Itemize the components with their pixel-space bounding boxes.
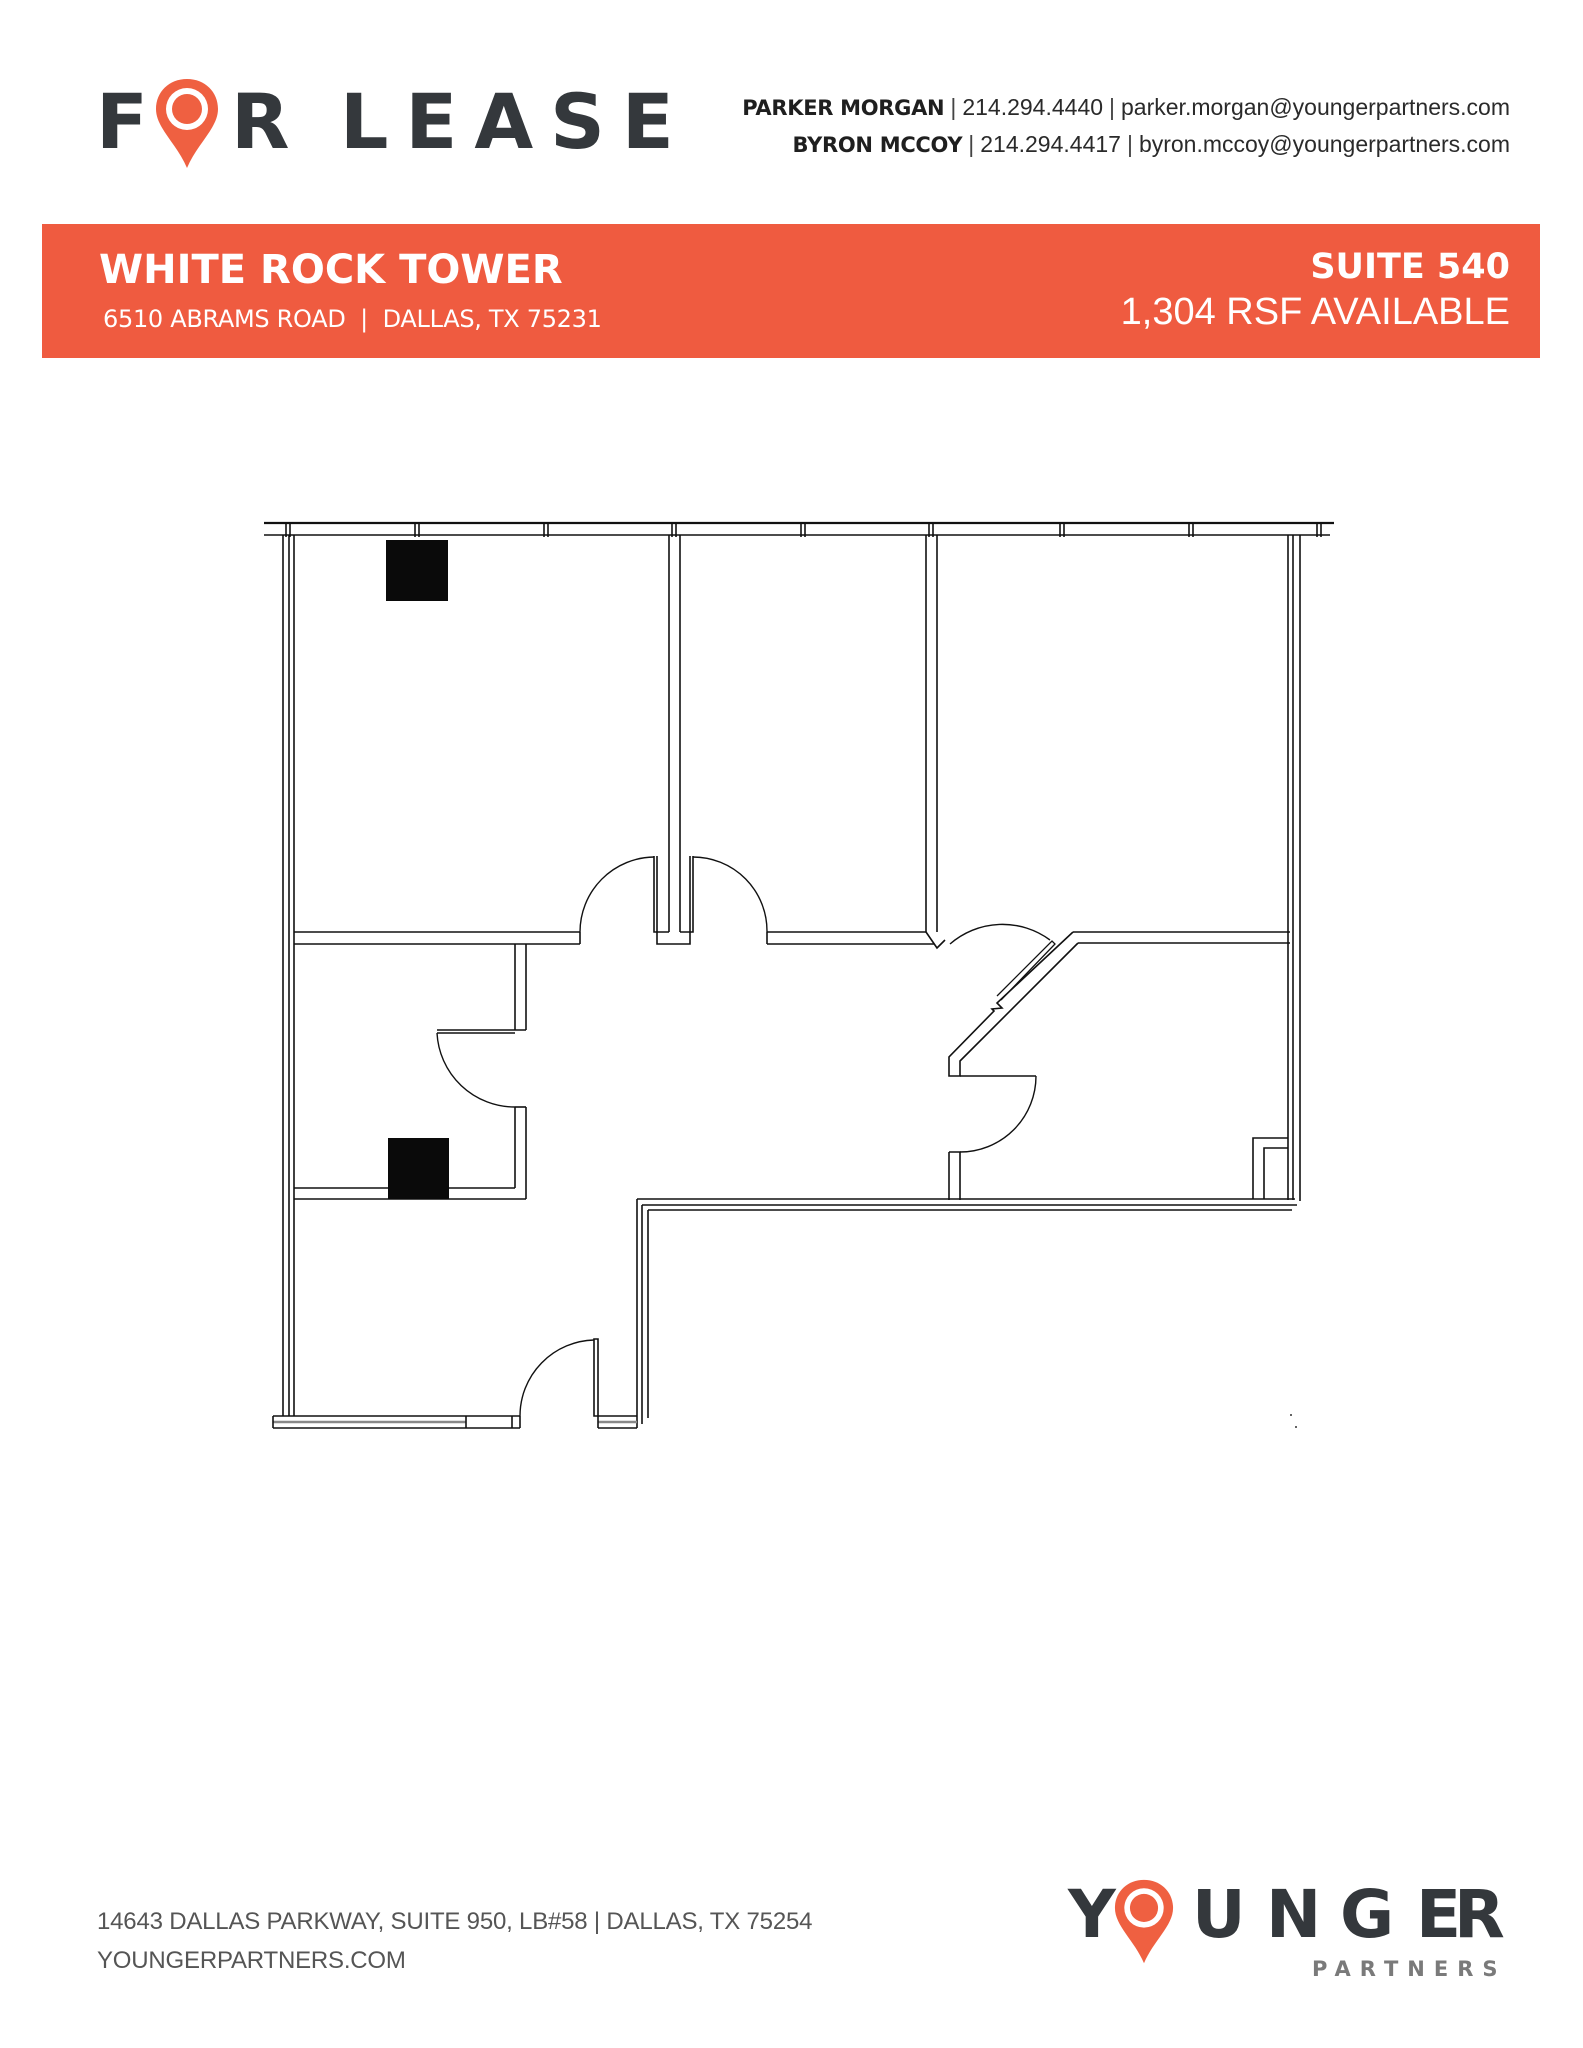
- separator: |: [1126, 131, 1133, 157]
- building-address: 6510 ABRAMS ROAD | DALLAS, TX 75231: [103, 305, 602, 333]
- for-lease-logo: F R LEASE: [96, 77, 674, 170]
- building-name: WHITE ROCK TOWER: [99, 247, 563, 293]
- partition-wall: [925, 535, 938, 932]
- contact-phone[interactable]: 214.294.4440: [962, 94, 1104, 120]
- closet: [1252, 1137, 1288, 1199]
- separator: |: [968, 131, 975, 157]
- contact-row: PARKER MORGAN|214.294.4440|parker.morgan…: [742, 89, 1510, 126]
- logo-letter: R: [1454, 1876, 1505, 1953]
- logo-letter-r: R: [231, 77, 290, 166]
- contact-row: BYRON MCCOY|214.294.4417|byron.mccoy@you…: [742, 126, 1510, 163]
- exterior-wall-bottom: [272, 1338, 637, 1429]
- contact-phone[interactable]: 214.294.4417: [980, 131, 1121, 157]
- contact-email[interactable]: byron.mccoy@youngerpartners.com: [1138, 131, 1510, 157]
- logo-letter: N: [1266, 1876, 1322, 1953]
- property-banner: WHITE ROCK TOWER 6510 ABRAMS ROAD | DALL…: [42, 224, 1540, 358]
- contact-list: PARKER MORGAN|214.294.4440|parker.morgan…: [742, 89, 1510, 163]
- separator: |: [950, 94, 957, 120]
- rsf-available: 1,304 RSF AVAILABLE: [1120, 291, 1510, 334]
- logo-letter: G: [1340, 1876, 1395, 1953]
- website-link[interactable]: YOUNGERPARTNERS.COM: [97, 1947, 406, 1974]
- rsf-number: 1,304: [1120, 291, 1216, 333]
- partition-wall: [948, 1075, 1036, 1200]
- partition-wall: [766, 931, 946, 950]
- drawing-artifact: [1290, 1414, 1292, 1416]
- door-swing: [436, 856, 1051, 1417]
- rsf-label: RSF AVAILABLE: [1215, 291, 1510, 333]
- footer-address: 14643 DALLAS PARKWAY, SUITE 950, LB#58 |…: [97, 1902, 812, 1980]
- logo-subtitle: PARTNERS: [1312, 1957, 1507, 1981]
- logo-letter-f: F: [96, 77, 148, 166]
- map-pin-icon: [156, 79, 218, 168]
- contact-name: BYRON MCCOY: [792, 133, 963, 157]
- partition-wall: [948, 931, 1290, 1077]
- logo-word-lease: LEASE: [340, 77, 691, 166]
- exterior-wall-top: [264, 521, 1334, 537]
- partition-wall: [294, 931, 581, 945]
- separator: |: [1109, 94, 1116, 120]
- logo-letter: U: [1192, 1876, 1246, 1953]
- office-address: 14643 DALLAS PARKWAY, SUITE 950, LB#58 |…: [97, 1908, 813, 1935]
- drawing-artifact: [1295, 1426, 1297, 1428]
- map-pin-icon: [1114, 1879, 1174, 1964]
- contact-email[interactable]: parker.morgan@youngerpartners.com: [1121, 94, 1510, 120]
- structural-column: [386, 540, 448, 601]
- contact-name: PARKER MORGAN: [742, 96, 945, 120]
- younger-partners-logo: Y U N G E R PARTNERS: [1066, 1878, 1506, 1988]
- exterior-wall-left: [282, 535, 295, 1416]
- exterior-wall-right: [1287, 535, 1301, 1201]
- partition-wall: [653, 535, 694, 945]
- suite-number: SUITE 540: [1310, 247, 1510, 287]
- structural-column: [388, 1138, 449, 1199]
- corridor-wall: [636, 1199, 1297, 1428]
- logo-letter-y: Y: [1068, 1876, 1116, 1953]
- logo-letter: E: [1416, 1876, 1462, 1953]
